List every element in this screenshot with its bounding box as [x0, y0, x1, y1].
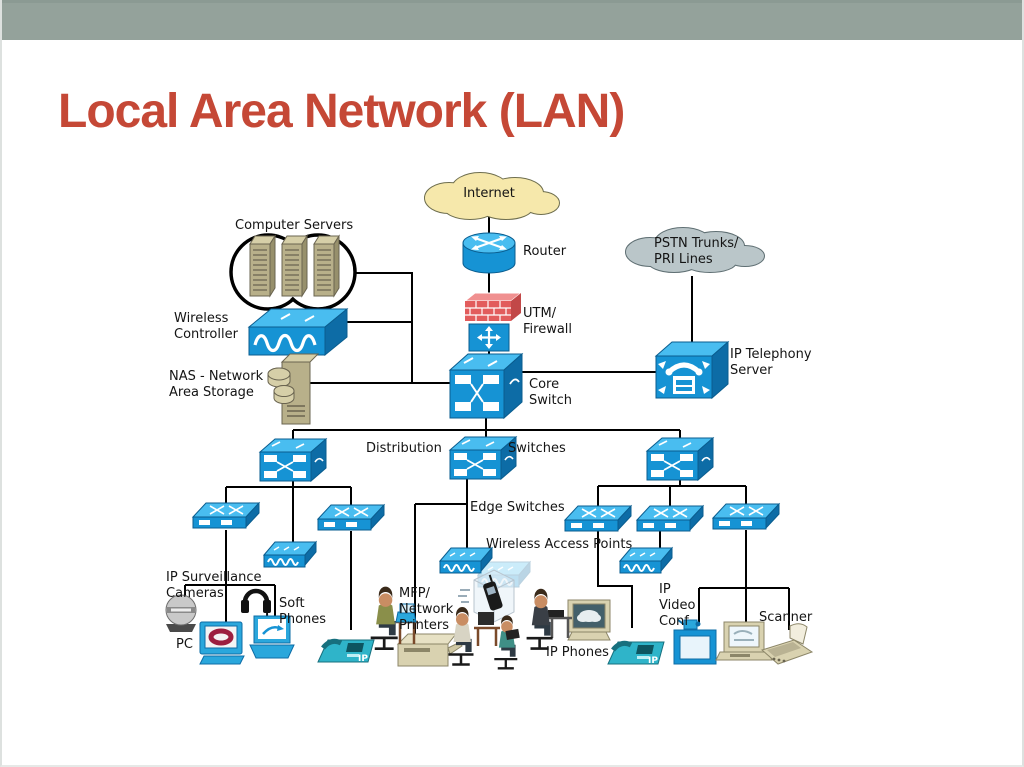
edge-switch-4-icon	[636, 505, 704, 532]
label-pc: PC	[176, 637, 193, 652]
ip-phone-2-icon	[608, 642, 664, 666]
core-switch-icon	[448, 352, 524, 420]
desktop-computer-icon	[715, 621, 773, 661]
mfp-printer-icon	[396, 633, 463, 667]
label-edge-switches: Edge Switches	[470, 500, 565, 515]
label-ip-phones: IP Phones	[546, 645, 609, 660]
wireless-access-point-left-icon	[263, 541, 317, 568]
connection-lines	[184, 216, 790, 636]
utm-firewall-icon	[463, 292, 523, 352]
scanner-icon	[760, 623, 814, 665]
pstn-cloud-icon	[625, 227, 765, 273]
ip-telephony-server-icon	[654, 340, 730, 400]
label-soft-phones: Soft Phones	[279, 596, 327, 627]
video-conf-icon	[673, 619, 717, 665]
ip-phone-1-icon	[318, 640, 374, 664]
pc-icon	[199, 621, 245, 665]
label-utm-firewall: UTM/ Firewall	[523, 306, 573, 337]
surveillance-camera-icon	[165, 594, 197, 632]
label-ip-telephony-server: IP Telephony Server	[730, 347, 812, 378]
distribution-switch-left-icon	[259, 438, 327, 482]
label-switches: Switches	[508, 441, 566, 456]
computer-servers-icon	[229, 233, 357, 311]
edge-switch-3-icon	[564, 505, 632, 532]
label-wireless-access-points: Wireless Access Points	[486, 537, 633, 552]
person-with-laptop	[494, 615, 519, 668]
edge-switch-5-icon	[712, 503, 780, 530]
label-core-switch: Core Switch	[529, 377, 572, 408]
label-computer-servers: Computer Servers	[235, 218, 354, 233]
person-at-desk	[527, 589, 572, 649]
label-router: Router	[523, 244, 567, 259]
distribution-switch-right-icon	[646, 437, 714, 481]
label-internet: Internet	[463, 186, 515, 201]
label-wireless-controller: Wireless Controller	[174, 311, 238, 342]
label-ip-surveillance-cameras: IP Surveillance Cameras	[166, 570, 262, 601]
edge-switch-2-icon	[317, 504, 385, 531]
edge-switch-1-icon	[192, 502, 260, 529]
wireless-controller-icon	[247, 307, 349, 357]
nas-icon	[267, 353, 320, 425]
label-mfp-network-printers: MFP/ Network Printers	[399, 586, 454, 633]
person-at-workstation	[449, 607, 500, 665]
crt-computer-icon	[567, 599, 611, 641]
header-band	[2, 0, 1022, 40]
distribution-switch-middle-icon	[449, 436, 517, 480]
internet-cloud-icon	[424, 172, 560, 220]
label-ip-video-conf: IP Video Conf	[659, 582, 696, 629]
label-nas: NAS - Network Area Storage	[169, 369, 264, 400]
soft-phone-icon	[249, 615, 295, 659]
slide-title: Local Area Network (LAN)	[58, 85, 625, 138]
mobile-phone-box-icon	[458, 569, 515, 623]
label-pstn: PSTN Trunks/ PRI Lines	[654, 236, 739, 267]
person-at-ip-phone-desk	[371, 587, 418, 649]
label-distribution: Distribution	[366, 441, 442, 456]
label-scanner: Scanner	[759, 610, 813, 625]
headset-icon	[241, 588, 271, 622]
router-icon	[462, 232, 516, 274]
